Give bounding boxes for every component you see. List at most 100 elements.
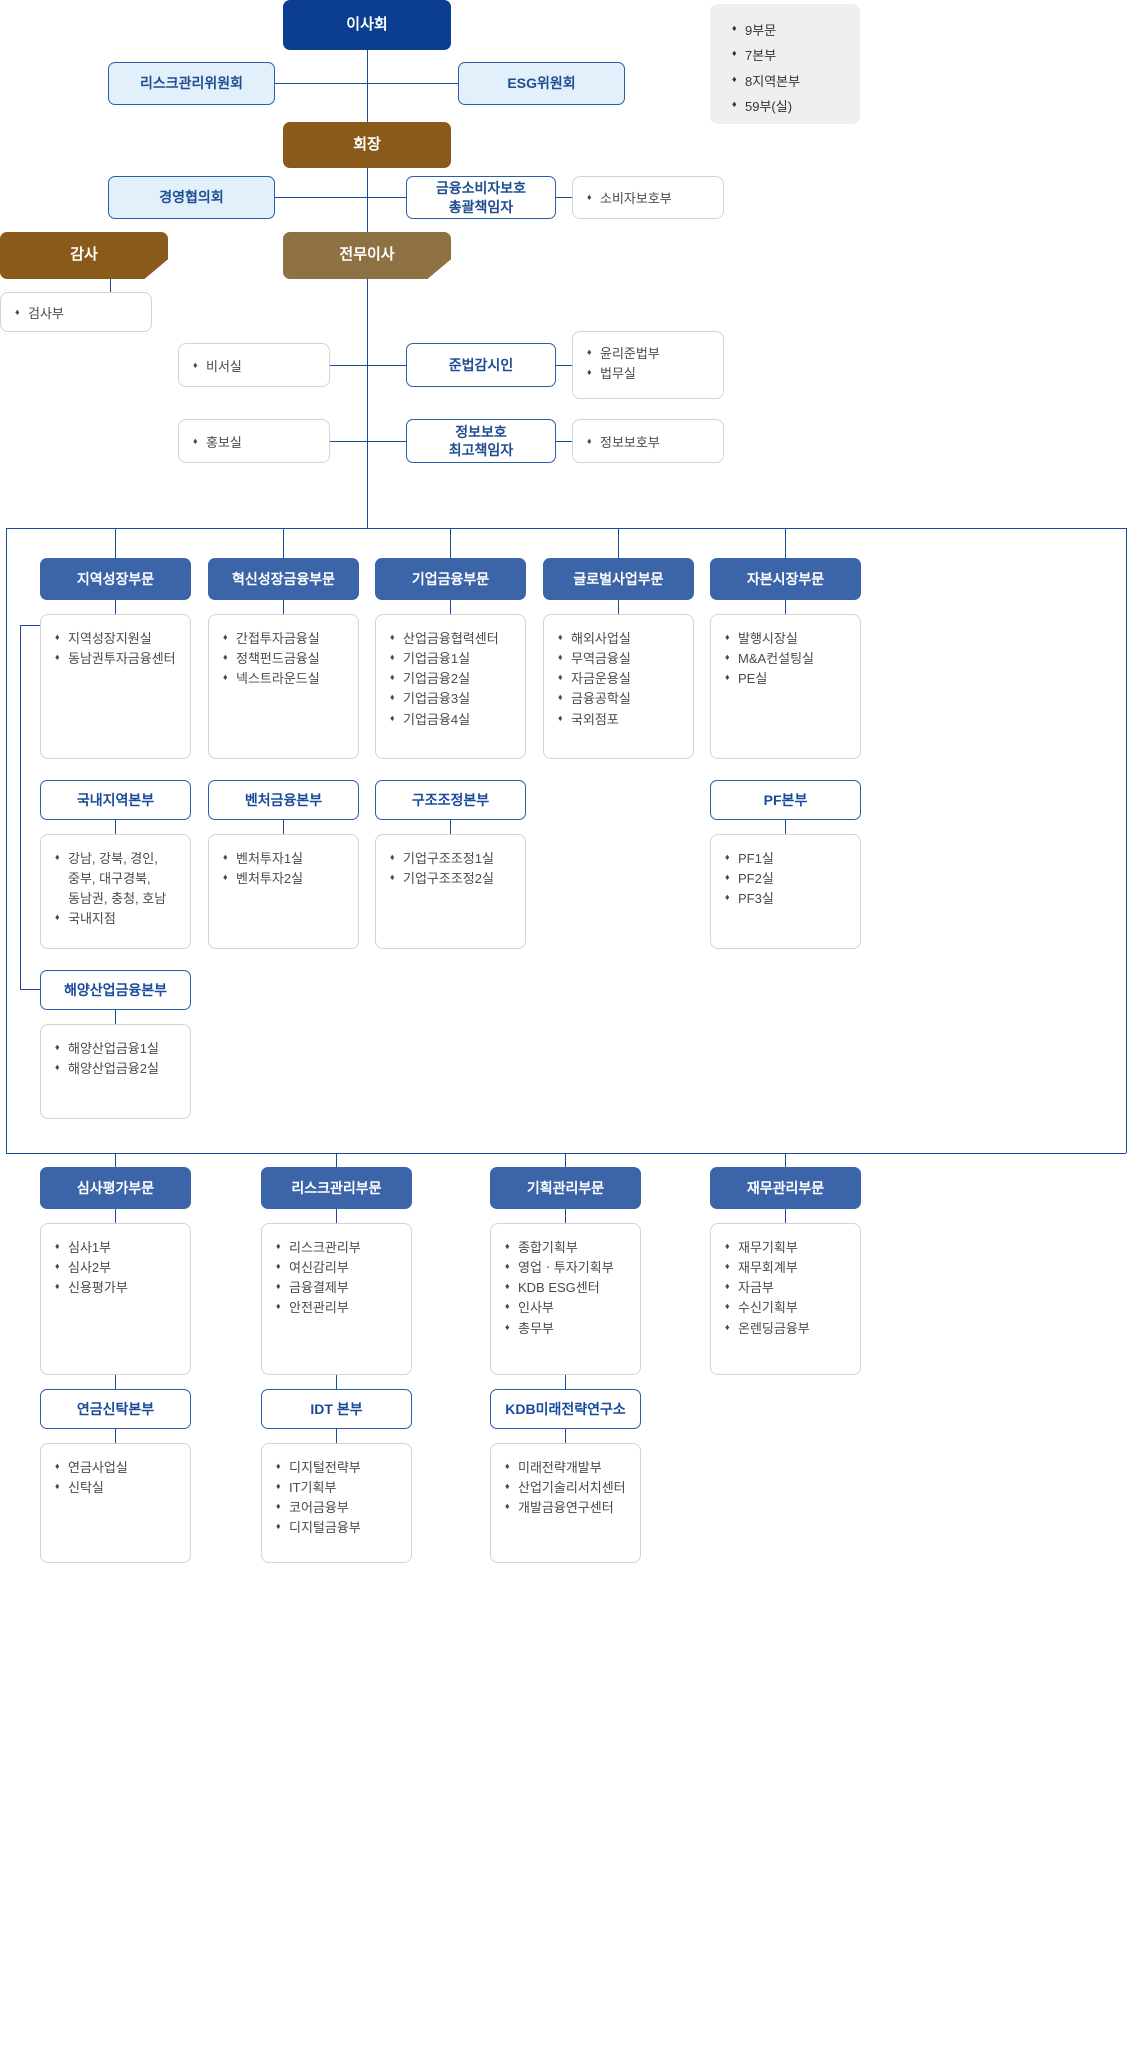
division-header-7[interactable]: 기획관리부문 [490, 1167, 641, 1209]
node-risk-management-committee[interactable]: 리스크관리위원회 [108, 62, 275, 105]
division-header-1[interactable]: 혁신성장금융부문 [208, 558, 359, 600]
connector [556, 365, 572, 366]
connector [367, 168, 368, 238]
node-managing-director[interactable]: 전무이사 [283, 232, 451, 279]
connector [618, 528, 619, 558]
connector [274, 83, 459, 84]
outer-left-rail [6, 528, 7, 1153]
connector [330, 441, 406, 442]
connector [336, 1429, 337, 1443]
division-header-0[interactable]: 지역성장부문 [40, 558, 191, 600]
connector [565, 1153, 566, 1167]
division-units-7: 종합기획부 영업ㆍ투자기획부 KDB ESG센터 인사부 총무부 [490, 1223, 641, 1375]
list-item: 개발금융연구센터 [505, 1498, 630, 1518]
division-header-4[interactable]: 자본시장부문 [710, 558, 861, 600]
list-item: 동남권투자금융센터 [55, 649, 180, 669]
list-item: 심사2부 [55, 1258, 180, 1278]
list-item: 벤처투자1실 [223, 849, 348, 869]
division-header-5[interactable]: 심사평가부문 [40, 1167, 191, 1209]
division-units-0: 지역성장지원실 동남권투자금융센터 [40, 614, 191, 759]
hq-header-7-0[interactable]: KDB미래전략연구소 [490, 1389, 641, 1429]
list-item: 정보보호부 [587, 433, 713, 453]
division-units-1: 간접투자금융실 정책펀드금융실 넥스트라운드실 [208, 614, 359, 759]
node-management-council[interactable]: 경영협의회 [108, 176, 275, 219]
list-secretariat: 비서실 [178, 343, 330, 387]
connector [330, 365, 406, 366]
list-item: 여신감리부 [276, 1258, 401, 1278]
connector [115, 1429, 116, 1443]
list-item: 벤처투자2실 [223, 869, 348, 889]
hq-header-4-0[interactable]: PF본부 [710, 780, 861, 820]
list-item: M&A컨설팅실 [725, 649, 850, 669]
legend-item: 9부문 [732, 18, 850, 43]
division-header-2[interactable]: 기업금융부문 [375, 558, 526, 600]
division-units-3: 해외사업실 무역금융실 자금운용실 금융공학실 국외점포 [543, 614, 694, 759]
connector [565, 1209, 566, 1223]
list-item: PF3실 [725, 889, 850, 909]
node-auditor[interactable]: 감사 [0, 232, 168, 279]
list-item: 기업금융3실 [390, 689, 515, 709]
legend-item: 8지역본부 [732, 69, 850, 94]
node-compliance-officer[interactable]: 준법감시인 [406, 343, 556, 387]
list-item: 해외사업실 [558, 629, 683, 649]
connector [336, 1209, 337, 1223]
hq-header-0-0[interactable]: 국내지역본부 [40, 780, 191, 820]
list-item: 총무부 [505, 1319, 630, 1339]
division-units-5: 심사1부 심사2부 신용평가부 [40, 1223, 191, 1375]
list-item: 재무기획부 [725, 1238, 850, 1258]
division-units-2: 산업금융협력센터 기업금융1실 기업금융2실 기업금융3실 기업금융4실 [375, 614, 526, 759]
hq-units-6-0: 디지털전략부 IT기획부 코어금융부 디지털금융부 [261, 1443, 412, 1563]
node-consumer-protection-officer[interactable]: 금융소비자보호 총괄책임자 [406, 176, 556, 219]
division-header-8[interactable]: 재무관리부문 [710, 1167, 861, 1209]
list-item: 재무회계부 [725, 1258, 850, 1278]
list-item: 정책펀드금융실 [223, 649, 348, 669]
list-item: 안전관리부 [276, 1298, 401, 1318]
hq-header-2-0[interactable]: 구조조정본부 [375, 780, 526, 820]
list-item: 비서실 [193, 357, 319, 377]
list-item: 심사1부 [55, 1238, 180, 1258]
list-item: 자금운용실 [558, 669, 683, 689]
list-item: 코어금융부 [276, 1498, 401, 1518]
division-bus-row2 [6, 1153, 1126, 1154]
list-item: 국외점포 [558, 710, 683, 730]
connector [110, 278, 111, 294]
list-item: 강남, 강북, 경인, 중부, 대구경북, 동남권, 충청, 호남 [55, 849, 180, 909]
division-bus-row1 [6, 528, 1126, 529]
node-esg-committee[interactable]: ESG위원회 [458, 62, 625, 105]
list-item: 넥스트라운드실 [223, 669, 348, 689]
hq-units-2-0: 기업구조조정1실 기업구조조정2실 [375, 834, 526, 949]
legend-list: 9부문 7본부 8지역본부 59부(실) [732, 18, 850, 119]
node-ciso[interactable]: 정보보호 최고책임자 [406, 419, 556, 463]
list-item: 기업금융1실 [390, 649, 515, 669]
list-item: 해양산업금융1실 [55, 1039, 180, 1059]
connector [785, 820, 786, 834]
hq-header-1-0[interactable]: 벤처금융본부 [208, 780, 359, 820]
division-header-6[interactable]: 리스크관리부문 [261, 1167, 412, 1209]
list-item: 종합기획부 [505, 1238, 630, 1258]
connector [336, 1375, 337, 1389]
connector [785, 1153, 786, 1167]
list-item: 신용평가부 [55, 1278, 180, 1298]
main-trunk [367, 279, 368, 528]
list-item: PE실 [725, 669, 850, 689]
connector [115, 820, 116, 834]
connector [556, 197, 572, 198]
hq-units-5-0: 연금사업실 신탁실 [40, 1443, 191, 1563]
node-board-of-directors[interactable]: 이사회 [283, 0, 451, 50]
node-chairman[interactable]: 회장 [283, 122, 451, 168]
connector [450, 528, 451, 558]
outer-right-rail [1126, 528, 1127, 1153]
list-item: PF2실 [725, 869, 850, 889]
hq-header-0-1[interactable]: 해양산업금융본부 [40, 970, 191, 1010]
list-compliance-depts: 윤리준법부 법무실 [572, 331, 724, 399]
list-item: 영업ㆍ투자기획부 [505, 1258, 630, 1278]
division-units-6: 리스크관리부 여신감리부 금융결제부 안전관리부 [261, 1223, 412, 1375]
list-item: 미래전략개발부 [505, 1458, 630, 1478]
list-item: 법무실 [587, 364, 713, 384]
division-header-3[interactable]: 글로벌사업부문 [543, 558, 694, 600]
hq-header-6-0[interactable]: IDT 본부 [261, 1389, 412, 1429]
hq-header-5-0[interactable]: 연금신탁본부 [40, 1389, 191, 1429]
list-item: 디지털금융부 [276, 1518, 401, 1538]
hq-units-4-0: PF1실 PF2실 PF3실 [710, 834, 861, 949]
